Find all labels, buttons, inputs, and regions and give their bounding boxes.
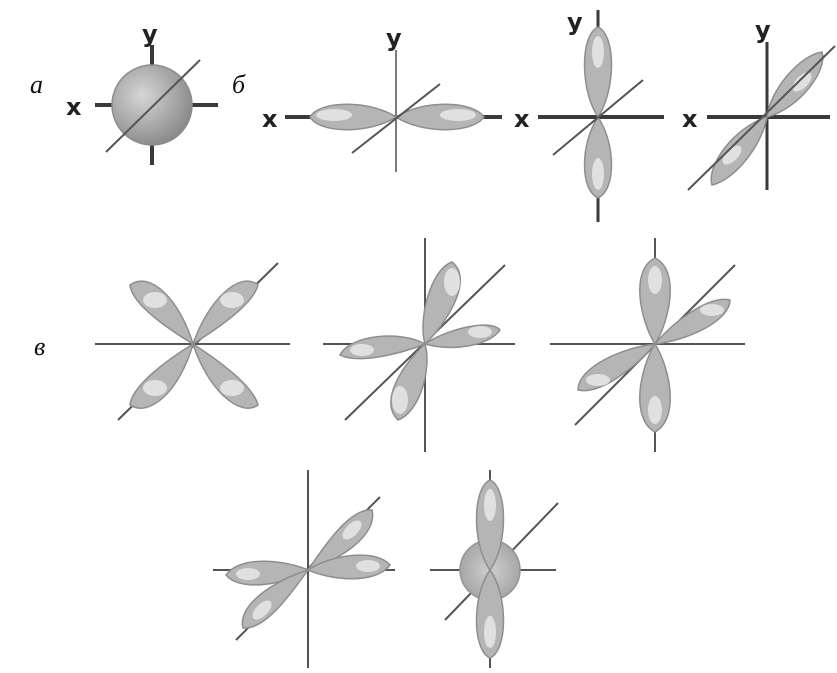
lobe-highlight [350, 344, 374, 356]
y-axis-label: y [755, 16, 771, 44]
lobe-highlight [586, 374, 610, 386]
lobe-highlight [468, 326, 492, 338]
lobe-highlight [316, 109, 352, 121]
lobe-highlight [440, 109, 476, 121]
lobe-highlight [484, 616, 496, 648]
d-orbital-3 [550, 238, 745, 452]
lobe-highlight [592, 158, 604, 190]
lobe-highlight [592, 36, 604, 68]
x-axis-label: x [66, 93, 82, 121]
lobe-highlight [220, 292, 244, 308]
lobe-highlight [484, 489, 496, 521]
lobe [193, 281, 258, 344]
x-axis-label: x [682, 105, 698, 133]
x-axis-label: x [514, 105, 530, 133]
x-axis-label: x [262, 105, 278, 133]
lobe-highlight [444, 268, 460, 296]
lobe-highlight [143, 380, 167, 396]
lobe-highlight [220, 380, 244, 396]
y-axis-label: y [567, 8, 583, 36]
lobe-highlight [648, 266, 662, 294]
lobe-highlight [356, 560, 380, 572]
y-axis-label: y [386, 24, 402, 52]
lobe-highlight [392, 386, 408, 414]
lobe-highlight [700, 304, 724, 316]
p-orbital-x: x y [262, 24, 502, 172]
lobe [130, 281, 193, 344]
d-orbital-4 [213, 470, 395, 668]
lobe [193, 344, 258, 408]
p-orbital-z: x y [682, 16, 835, 190]
d-orbital-1 [95, 263, 290, 420]
s-orbital: x y [66, 20, 218, 165]
d-orbital-2 [323, 238, 515, 452]
lobe [130, 344, 193, 408]
lobe-highlight [143, 292, 167, 308]
p-orbital-y: x y [514, 8, 664, 222]
d-orbital-z2 [430, 470, 558, 668]
lobe-highlight [648, 396, 662, 424]
lobe-highlight [236, 568, 260, 580]
y-axis-label: y [142, 20, 158, 48]
